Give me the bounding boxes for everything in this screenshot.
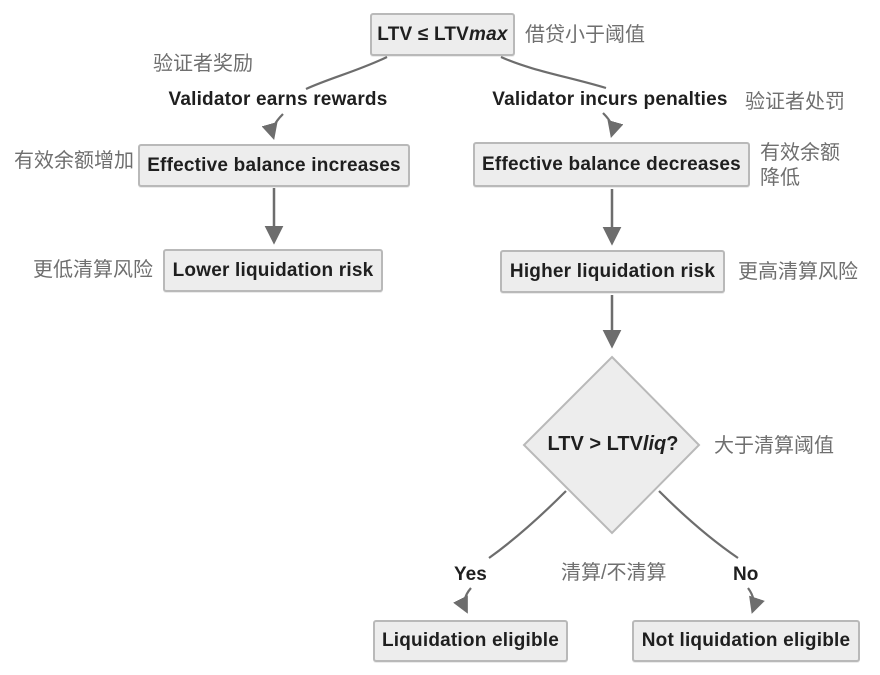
decision-label: LTV > LTVliq? [527,433,699,456]
node-ltv-max-label: LTV ≤ LTV [377,23,470,45]
annotation-right-box1: 有效余额 降低 [760,141,840,191]
annotation-right-box1-line2: 降低 [760,167,800,189]
annotation-yes-no: 清算/不清算 [561,562,667,584]
node-effective-balance-increases: Effective balance increases [138,144,410,187]
label-validator-incurs-penalties: Validator incurs penalties [492,89,728,110]
node-lower-liquidation-risk: Lower liquidation risk [163,249,383,292]
edge-root-to-right [500,55,607,90]
edge-diamond-to-yes [488,490,567,559]
annotation-left-branch: 验证者奖励 [153,53,253,75]
node-liquidation-eligible: Liquidation eligible [373,620,568,662]
edge-yes-to-box [453,587,472,614]
node-lower-liquidation-risk-label: Lower liquidation risk [172,259,374,281]
decision-label-suffix: ? [666,433,679,455]
annotation-left-box1: 有效余额增加 [14,150,134,172]
node-effective-balance-decreases-label: Effective balance decreases [482,153,741,175]
edge-root-to-left [305,56,388,91]
label-yes: Yes [454,564,487,585]
node-ltv-max-var: max [469,23,508,45]
node-not-liquidation-eligible: Not liquidation eligible [632,620,860,662]
edge-no-to-box [747,587,765,614]
node-not-liquidation-eligible-label: Not liquidation eligible [641,630,851,651]
annotation-left-box2: 更低清算风险 [33,259,153,281]
annotation-root: 借贷小于阈值 [525,24,645,46]
decision-label-main: LTV > LTV [547,433,643,455]
annotation-right-branch: 验证者处罚 [745,91,845,113]
annotation-right-box2: 更高清算风险 [738,261,858,283]
edge-right-label-to-box [602,112,624,138]
annotation-right-box1-line1: 有效余额 [760,142,840,164]
label-validator-earns-rewards: Validator earns rewards [168,89,388,110]
node-higher-liquidation-risk-label: Higher liquidation risk [509,260,716,282]
decision-label-var: liq [642,433,667,455]
edge-diamond-to-no [658,490,739,559]
node-liquidation-eligible-label: Liquidation eligible [381,630,560,651]
edge-left-label-to-box [261,113,284,140]
node-higher-liquidation-risk: Higher liquidation risk [500,250,725,293]
node-effective-balance-increases-label: Effective balance increases [147,154,401,176]
node-effective-balance-decreases: Effective balance decreases [473,142,750,187]
annotation-decision: 大于清算阈值 [714,435,834,457]
label-no: No [733,564,759,585]
decision-diamond [522,355,701,535]
